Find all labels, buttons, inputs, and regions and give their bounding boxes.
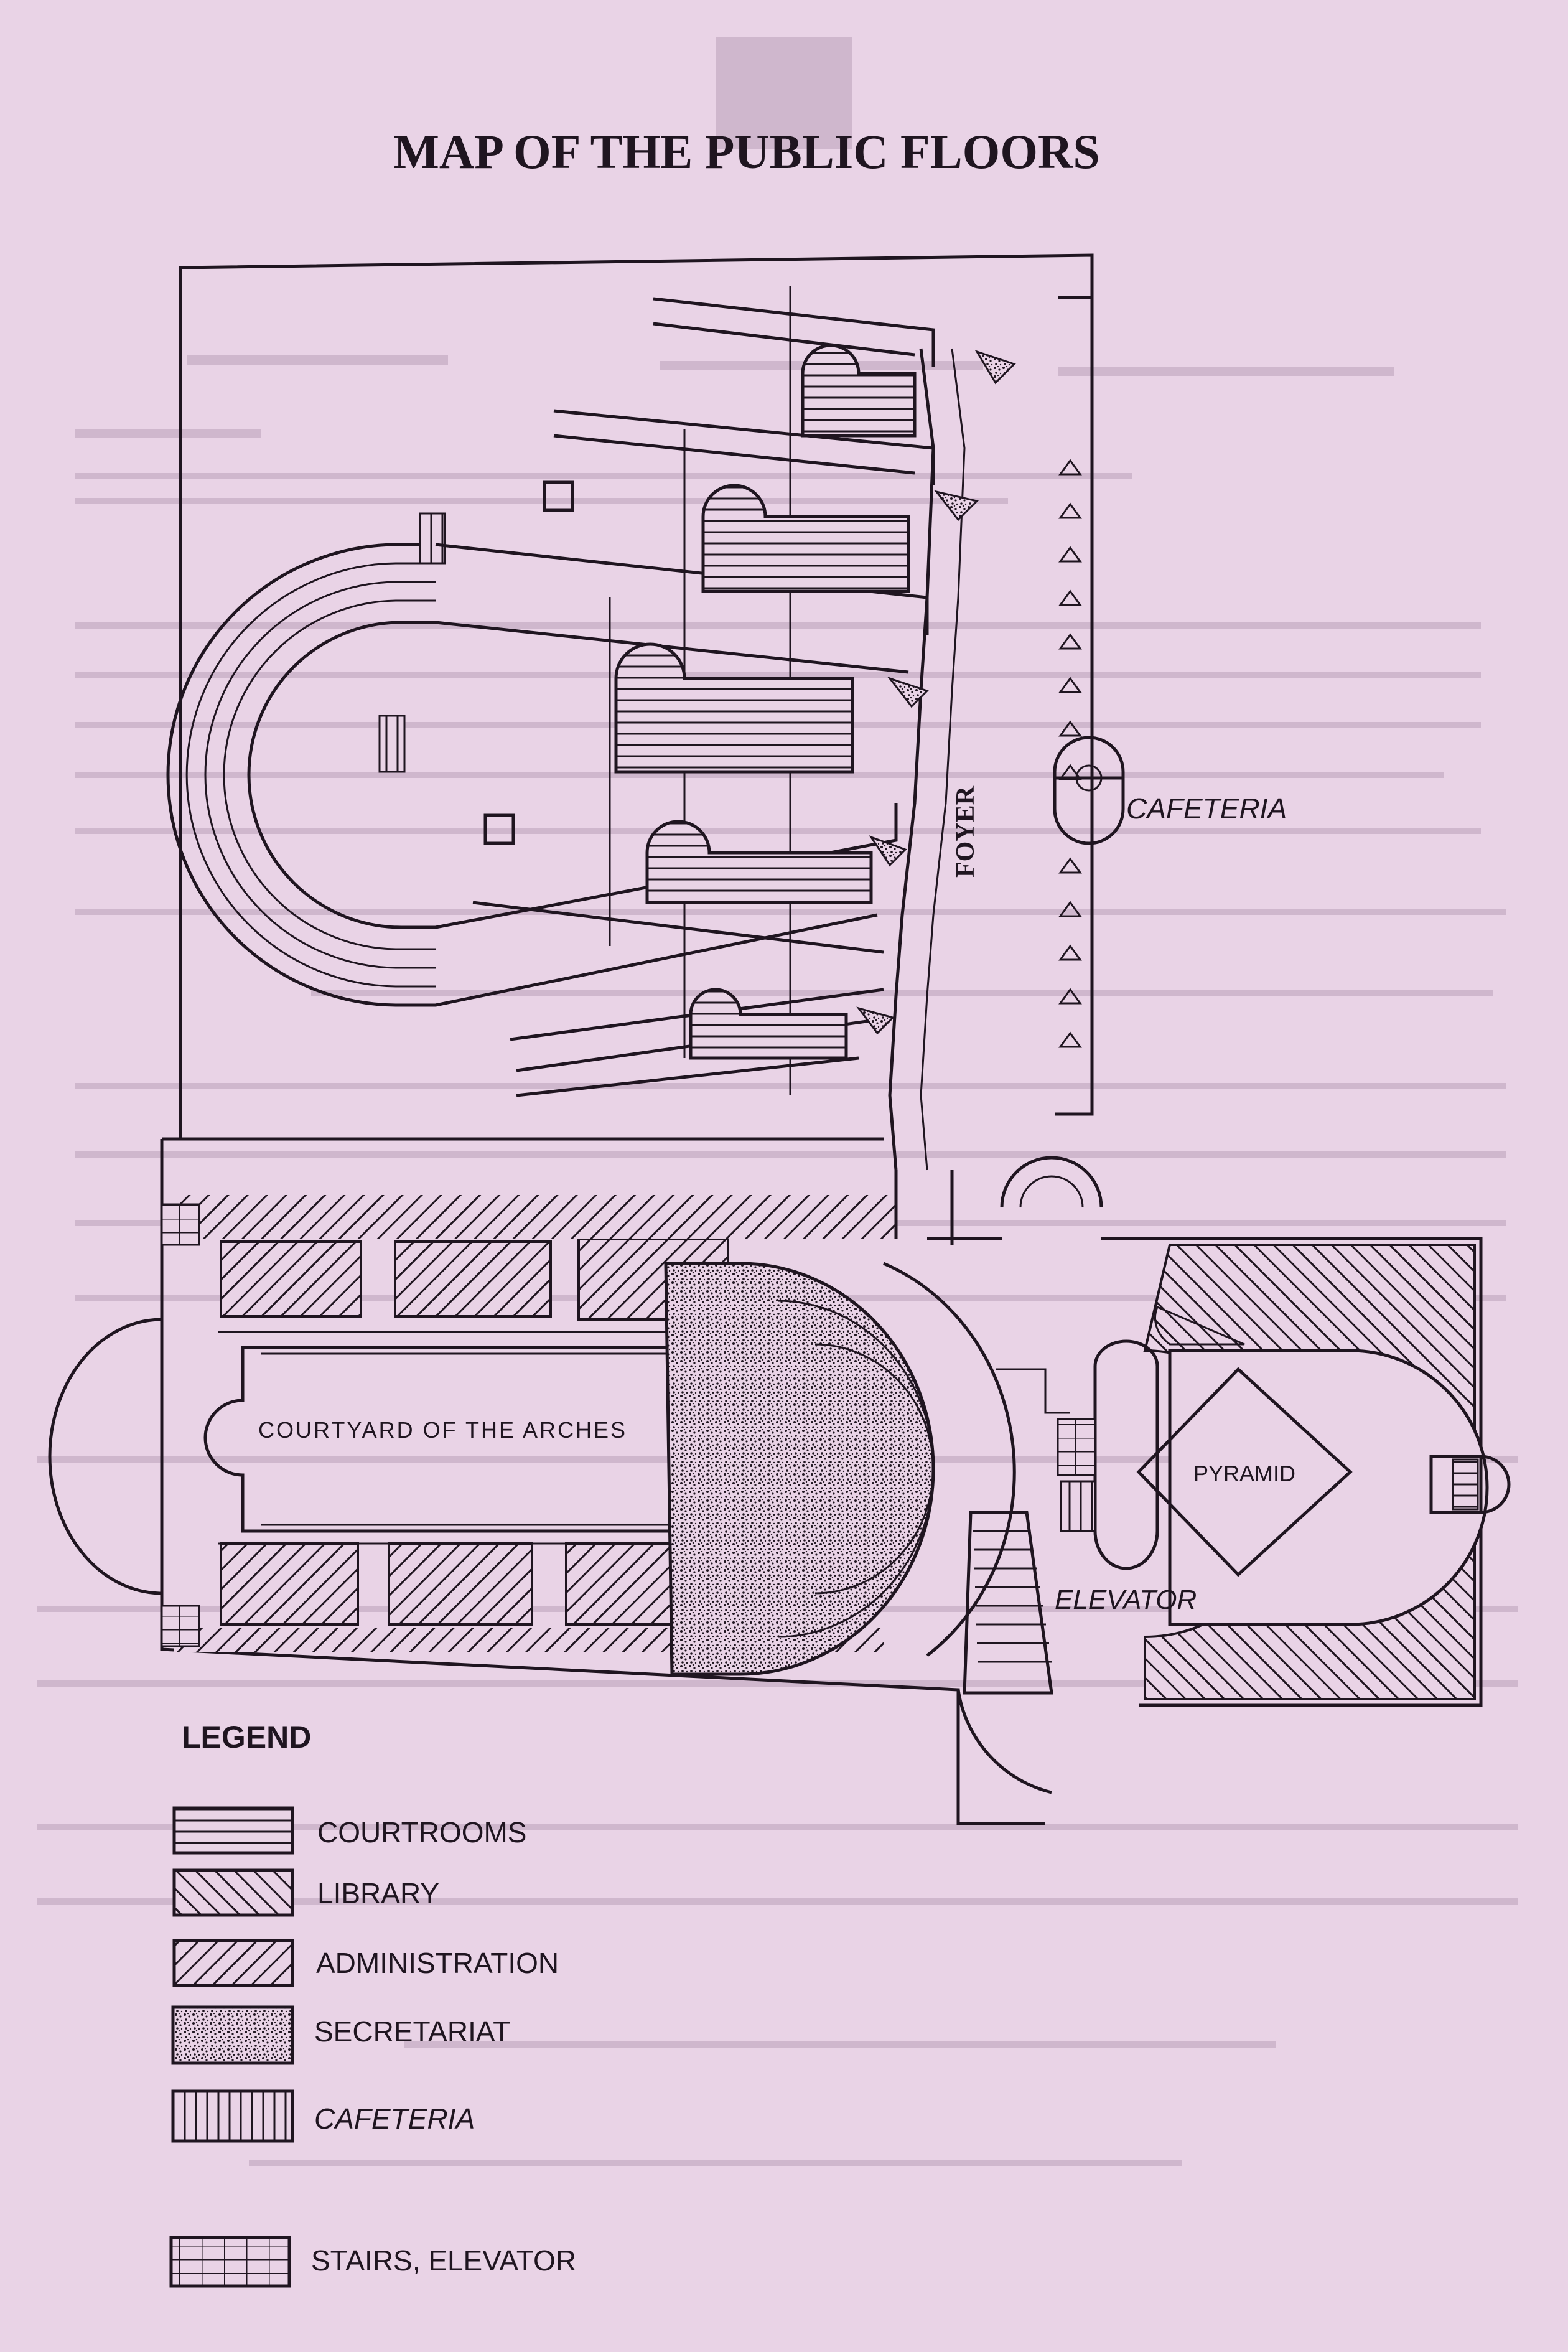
legend: LEGEND COURTROOMS LIBRARY ADMINISTRATION… bbox=[169, 1720, 576, 2288]
legend-label-stairs-elevator: STAIRS, ELEVATOR bbox=[311, 2244, 576, 2277]
legend-item-library: LIBRARY bbox=[172, 1868, 439, 1917]
foyer-columns bbox=[1058, 459, 1082, 1048]
label-elevator: ELEVATOR bbox=[1055, 1585, 1197, 1615]
swatch-cafeteria bbox=[171, 2089, 294, 2143]
swatch-library bbox=[172, 1868, 294, 1917]
legend-label-library: LIBRARY bbox=[317, 1877, 439, 1909]
legend-item-administration: ADMINISTRATION bbox=[172, 1939, 559, 1987]
legend-item-stairs-elevator: STAIRS, ELEVATOR bbox=[169, 2236, 576, 2288]
legend-item-secretariat: SECRETARIAT bbox=[171, 2005, 510, 2065]
legend-title: LEGEND bbox=[182, 1720, 311, 1755]
label-courtyard: COURTYARD OF THE ARCHES bbox=[258, 1417, 625, 1443]
legend-item-courtrooms: COURTROOMS bbox=[172, 1806, 527, 1855]
legend-label-cafeteria: CAFETERIA bbox=[314, 2102, 475, 2135]
map-title: MAP OF THE PUBLIC FLOORS bbox=[393, 124, 1099, 179]
lower-wing bbox=[48, 1137, 1511, 1825]
legend-label-administration: ADMINISTRATION bbox=[316, 1947, 559, 1979]
legend-label-secretariat: SECRETARIAT bbox=[314, 2015, 510, 2048]
legend-item-cafeteria: CAFETERIA bbox=[171, 2089, 475, 2143]
label-pyramid: PYRAMID bbox=[1193, 1461, 1295, 1486]
legend-label-courtrooms: COURTROOMS bbox=[317, 1816, 527, 1848]
label-cafeteria: CAFETERIA bbox=[1126, 792, 1287, 825]
swatch-stairs-elevator bbox=[169, 2236, 291, 2288]
label-foyer: FOYER bbox=[951, 785, 980, 878]
swatch-courtrooms bbox=[172, 1806, 294, 1855]
swatch-secretariat bbox=[171, 2005, 294, 2065]
swatch-administration bbox=[172, 1939, 294, 1987]
upper-wing bbox=[166, 253, 1125, 1208]
